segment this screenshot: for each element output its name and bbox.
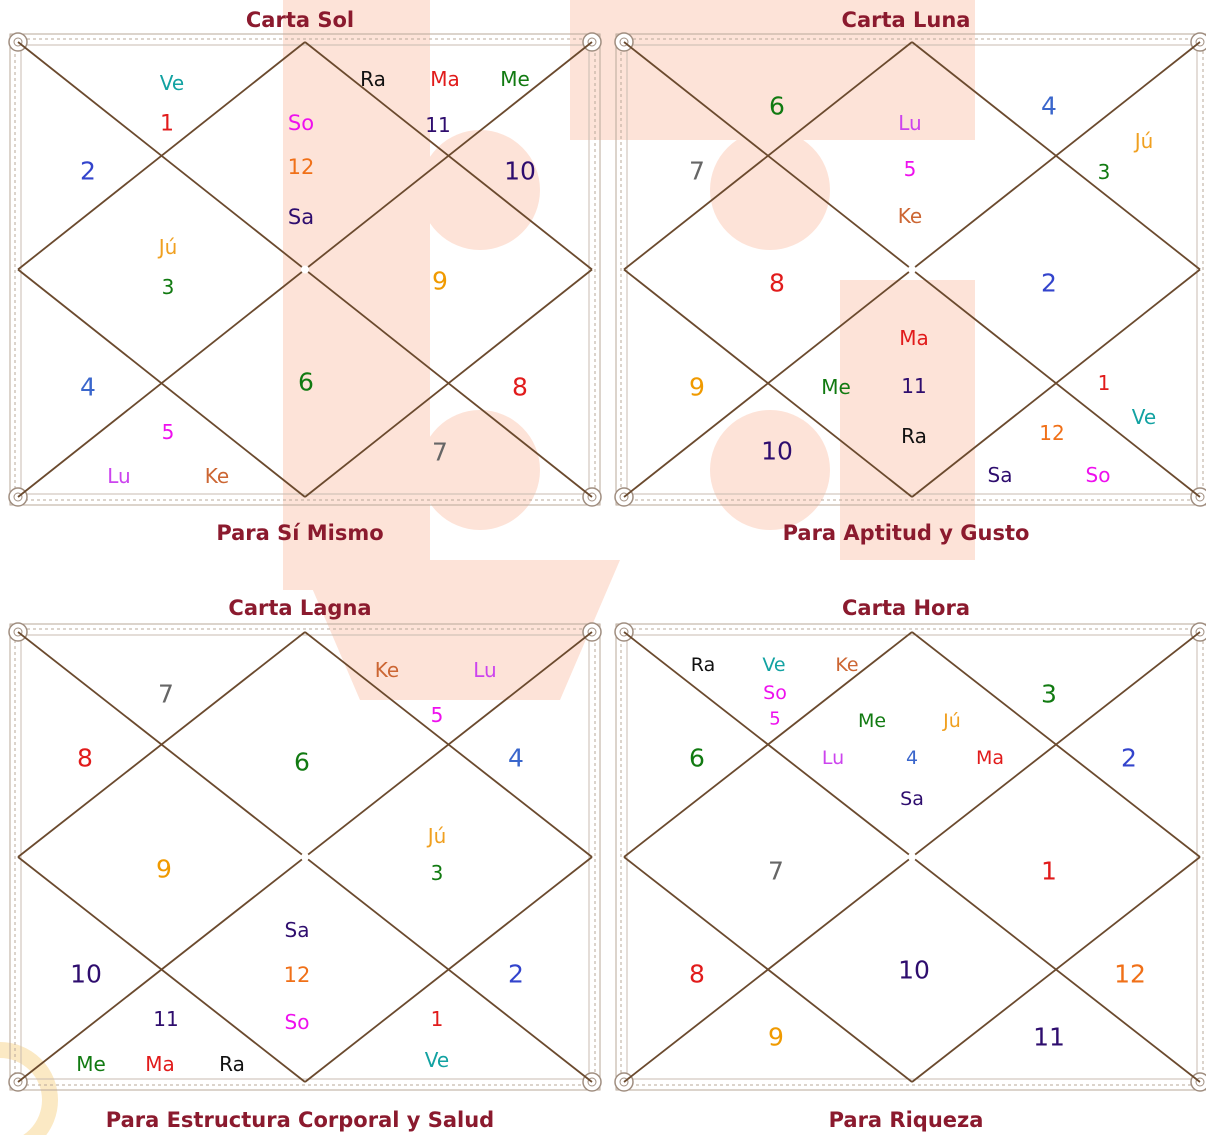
planet-label: Lu — [822, 747, 844, 769]
planet-label: Jú — [1133, 129, 1154, 153]
chart-labels: Ke Lu 7 5 8 6 4Jú 9 3Sa 10 12 2 11 So 1Ve Me Ma Ra — [70, 658, 524, 1076]
planet-label: Ra — [219, 1052, 245, 1076]
house-number: 1 — [160, 112, 174, 137]
planet-label: Lu — [898, 111, 921, 135]
house-number: 1 — [1098, 371, 1111, 395]
center-glow — [908, 266, 916, 274]
house-number: 9 — [768, 1023, 784, 1052]
planet-label: Jú — [942, 710, 961, 732]
house-number: 12 — [1039, 421, 1064, 445]
house-number: 10 — [70, 960, 102, 989]
house-number: 6 — [294, 748, 310, 777]
house-number: 7 — [432, 438, 448, 467]
house-number: 2 — [1041, 269, 1057, 298]
planet-label: Sa — [288, 205, 314, 229]
planet-label: Sa — [988, 463, 1013, 487]
house-number: 8 — [77, 744, 93, 773]
planet-label: Ke — [835, 654, 858, 676]
house-number: 9 — [689, 373, 705, 402]
house-number: 11 — [1033, 1023, 1065, 1052]
planet-label: So — [1086, 463, 1111, 487]
house-number: 7 — [689, 157, 705, 186]
house-number: 12 — [284, 963, 311, 987]
house-number: 7 — [768, 857, 784, 886]
house-number: 12 — [1114, 960, 1146, 989]
planet-label: Ve — [762, 654, 785, 676]
house-number: 5 — [904, 157, 917, 181]
house-number: 2 — [508, 960, 524, 989]
house-number: 6 — [769, 92, 785, 121]
house-number: 2 — [1121, 744, 1137, 773]
house-number: 3 — [162, 275, 175, 299]
house-number: 11 — [901, 374, 926, 398]
house-number: 4 — [906, 747, 918, 769]
planet-label: So — [763, 682, 787, 704]
planet-label: Ra — [901, 424, 927, 448]
planet-label: Ra — [360, 67, 386, 91]
house-number: 5 — [162, 420, 175, 444]
planet-label: Sa — [285, 918, 310, 942]
planet-label: Ma — [976, 747, 1004, 769]
planet-label: Ra — [691, 654, 715, 676]
planet-label: Ma — [145, 1052, 175, 1076]
house-number: 1 — [1041, 857, 1057, 886]
house-number: 8 — [512, 373, 528, 402]
planet-label: Ve — [425, 1048, 449, 1072]
chart-frame — [9, 33, 601, 506]
planet-label: Ma — [899, 326, 929, 350]
planet-label: Me — [500, 67, 530, 91]
planet-label: Me — [821, 375, 851, 399]
house-number: 10 — [504, 157, 536, 186]
planet-label: Jú — [157, 235, 178, 259]
planet-label: Me — [76, 1052, 106, 1076]
house-number: 8 — [769, 269, 785, 298]
house-number: 3 — [431, 861, 444, 885]
house-number: 4 — [1041, 92, 1057, 121]
planet-label: Ke — [375, 658, 399, 682]
house-number: 11 — [425, 113, 450, 137]
planet-label: Sa — [900, 788, 924, 810]
house-number: 10 — [898, 956, 930, 985]
planet-label: Ke — [898, 204, 922, 228]
house-number: 3 — [1041, 680, 1057, 709]
planet-label: Me — [858, 710, 886, 732]
house-number: 6 — [689, 744, 705, 773]
house-number: 4 — [508, 744, 524, 773]
house-number: 9 — [156, 855, 172, 884]
house-number: 8 — [689, 960, 705, 989]
chart-labels: Ve 1 So 12Sa Ra Ma Me 11 2 10Jú 3 9 4 6 8 5 7Lu Ke — [80, 67, 536, 488]
house-number: 1 — [431, 1007, 444, 1031]
planet-label: Jú — [426, 824, 447, 848]
planet-label: So — [285, 1010, 310, 1034]
planet-label: Lu — [473, 658, 496, 682]
house-number: 6 — [298, 368, 314, 397]
house-number: 4 — [80, 373, 96, 402]
planet-label: Lu — [107, 464, 130, 488]
chart-frame — [615, 623, 1206, 1091]
planet-label: Ke — [205, 464, 229, 488]
house-number: 7 — [158, 680, 174, 709]
house-number: 5 — [431, 703, 444, 727]
house-number: 9 — [432, 267, 448, 296]
planet-label: Ve — [160, 71, 184, 95]
center-glow — [908, 853, 916, 861]
planet-label: Ve — [1132, 405, 1156, 429]
house-number: 11 — [153, 1007, 178, 1031]
planet-label: Ma — [430, 67, 460, 91]
house-number: 12 — [288, 155, 315, 179]
house-number: 2 — [80, 157, 96, 186]
house-number: 5 — [769, 709, 780, 730]
chart-labels: 6Lu4Jú753Ke82Ma9Me111VeRa1210SaSo — [689, 92, 1156, 488]
center-glow — [301, 266, 309, 274]
house-number: 10 — [761, 437, 793, 466]
center-glow — [301, 853, 309, 861]
house-number: 3 — [1098, 160, 1111, 184]
planet-label: So — [288, 111, 314, 135]
